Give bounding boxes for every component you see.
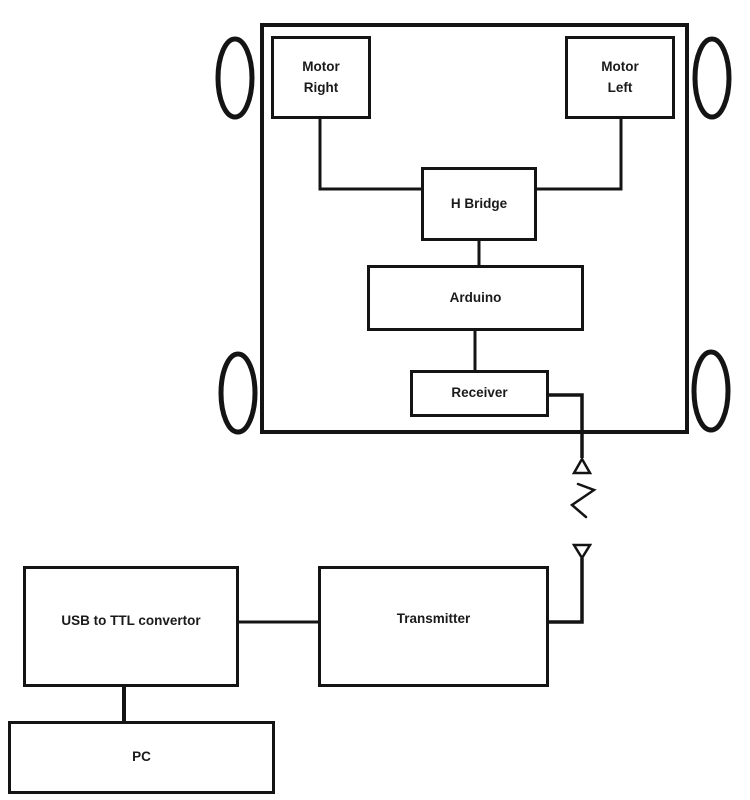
receiver-box: Receiver <box>410 370 549 417</box>
h-bridge-label: H Bridge <box>450 195 508 211</box>
motor-left-label-line1: Motor <box>601 58 639 74</box>
usb-to-ttl-convertor-box: USB to TTL convertor <box>23 566 239 687</box>
transmitter-label: Transmitter <box>396 611 471 627</box>
h-bridge-box: H Bridge <box>421 167 537 241</box>
wire-motor-left-hbridge <box>537 119 623 191</box>
motor-right-label-line1: Motor <box>302 58 340 74</box>
usb-to-ttl-convertor-label: USB to TTL convertor <box>61 613 201 629</box>
arduino-box: Arduino <box>367 265 584 331</box>
wheel-bottom-right-icon <box>691 349 731 433</box>
wheel-top-left-icon <box>215 36 255 120</box>
pc-box: PC <box>8 721 275 794</box>
motor-left-label-line2: Left <box>607 79 633 95</box>
motor-right-label-line2: Right <box>303 79 339 95</box>
car-chassis-outline <box>260 23 689 434</box>
transmitter-antenna-icon <box>571 543 593 561</box>
wire-receiver-antenna <box>547 393 584 458</box>
transmitter-box: Transmitter <box>318 566 549 687</box>
wireless-signal-icon <box>569 482 597 519</box>
receiver-label: Receiver <box>451 385 508 401</box>
arduino-label: Arduino <box>449 289 502 305</box>
wire-motor-right-hbridge <box>318 119 421 191</box>
wheel-top-right-icon <box>692 36 732 120</box>
wheel-bottom-left-icon <box>218 351 258 435</box>
motor-left-box: Motor Left <box>565 36 675 119</box>
wire-antenna-transmitter <box>549 558 584 624</box>
pc-label: PC <box>132 749 151 765</box>
motor-right-box: Motor Right <box>271 36 371 119</box>
receiver-antenna-icon <box>571 456 593 475</box>
